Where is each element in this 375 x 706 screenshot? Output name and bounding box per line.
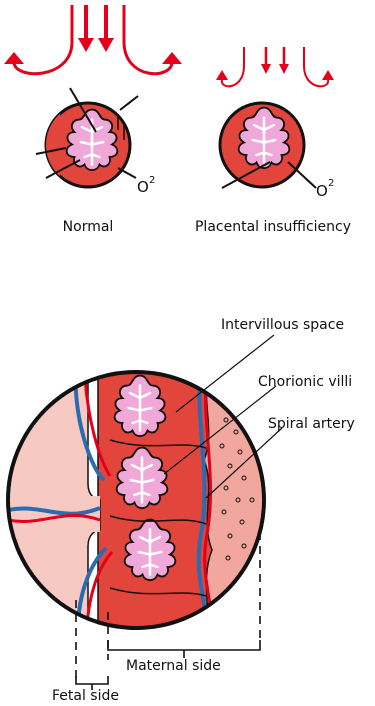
normal-oxygen-sub: 2 — [149, 175, 155, 186]
normal-flow-arrows — [4, 5, 182, 74]
intervillous-label: Intervillous space — [221, 317, 344, 333]
normal-villus-circle — [36, 88, 138, 187]
fetal-side-label: Fetal side — [52, 688, 119, 704]
normal-label: Normal — [63, 219, 114, 235]
chorionic-label: Chorionic villi — [258, 374, 352, 390]
insufficiency-villus-circle — [220, 103, 316, 188]
insufficiency-oxygen-sub: 2 — [328, 178, 334, 189]
normal-oxygen-label: O — [137, 178, 149, 196]
placenta-cross-section — [0, 360, 280, 640]
insufficiency-flow-arrows — [216, 47, 334, 86]
maternal-side-label: Maternal side — [126, 658, 221, 674]
insufficiency-label: Placental insufficiency — [195, 219, 351, 235]
insufficiency-oxygen-label: O — [316, 182, 328, 200]
spiral-label: Spiral artery — [268, 416, 355, 432]
